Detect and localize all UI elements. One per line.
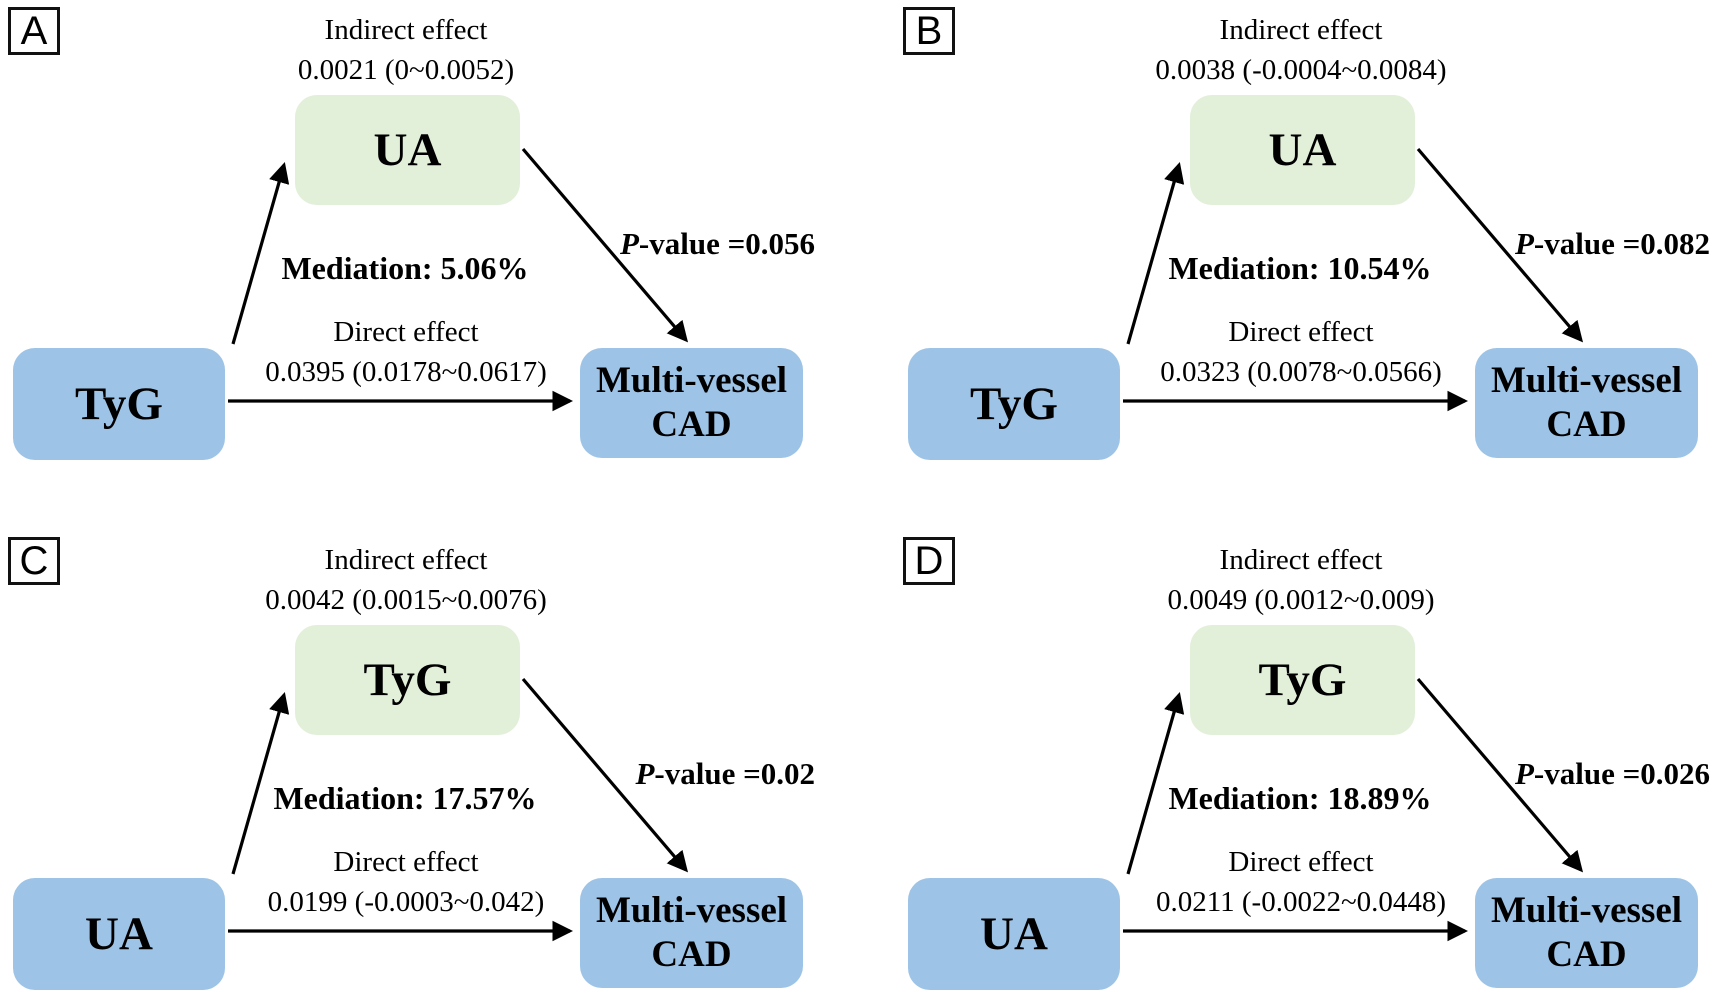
outcome-box: Multi-vessel CAD [1475, 348, 1698, 458]
mediator-label: UA [373, 124, 442, 176]
direct-effect-title: Direct effect [1228, 846, 1374, 878]
direct-effect-text: Direct effect 0.0211 (-0.0022~0.0448) [1051, 842, 1551, 922]
p-value-italic: P [619, 226, 639, 261]
arrow-mediator-outcome [1416, 147, 1584, 343]
arrow-mediator-outcome [1416, 677, 1584, 873]
direct-effect-value: 0.0323 (0.0078~0.0566) [1160, 356, 1442, 389]
panel-b: B Indirect effect 0.0038 (-0.0004~0.0084… [895, 0, 1712, 467]
indirect-effect-text: Indirect effect 0.0049 (0.0012~0.009) [1021, 540, 1581, 620]
mediation-text: Mediation: 5.06% [281, 250, 529, 286]
direct-effect-title: Direct effect [1228, 316, 1374, 348]
outcome-label-line1: Multi-vessel [595, 360, 788, 402]
outcome-box: Multi-vessel CAD [1475, 878, 1698, 988]
p-value-rest: -value =0.02 [654, 756, 815, 791]
mediator-label: UA [1268, 124, 1337, 176]
mediator-box: TyG [1190, 625, 1415, 735]
mediator-label: TyG [1258, 654, 1347, 706]
indirect-effect-value: 0.0042 (0.0015~0.0076) [265, 584, 547, 617]
direct-effect-title: Direct effect [333, 846, 479, 878]
path-arrows [228, 677, 689, 942]
exposure-label: TyG [75, 378, 163, 430]
indirect-effect-title: Indirect effect [1219, 14, 1383, 46]
outcome-box: Multi-vessel CAD [580, 878, 803, 988]
indirect-effect-value: 0.0049 (0.0012~0.009) [1167, 584, 1435, 617]
direct-effect-text: Direct effect 0.0323 (0.0078~0.0566) [1051, 312, 1551, 392]
mediation-text: Mediation: 17.57% [273, 780, 537, 816]
p-value-italic: P [1514, 226, 1534, 261]
mediator-label: TyG [363, 654, 452, 706]
indirect-effect-title: Indirect effect [1219, 544, 1383, 576]
exposure-box: UA [13, 878, 225, 990]
outcome-label-line2: CAD [651, 404, 732, 445]
indirect-effect-title: Indirect effect [324, 544, 488, 576]
direct-effect-value: 0.0211 (-0.0022~0.0448) [1155, 886, 1447, 919]
exposure-box: TyG [13, 348, 225, 460]
arrow-mediator-outcome [521, 677, 689, 873]
outcome-label-line2: CAD [1546, 934, 1627, 975]
panel-label: B [903, 7, 955, 55]
panel-a: A Indirect effect 0.0021 (0~0.0052) UA P… [0, 0, 856, 467]
panel-d: D Indirect effect 0.0049 (0.0012~0.009) … [895, 530, 1712, 997]
p-value-text: P-value =0.082 [1450, 226, 1710, 262]
outcome-label-line1: Multi-vessel [1490, 890, 1683, 932]
indirect-effect-text: Indirect effect 0.0038 (-0.0004~0.0084) [1021, 10, 1581, 90]
path-arrows [1123, 147, 1584, 412]
arrow-exposure-mediator [1126, 161, 1185, 345]
direct-effect-title: Direct effect [333, 316, 479, 348]
arrow-exposure-mediator [1126, 691, 1185, 875]
p-value-text: P-value =0.02 [555, 756, 815, 792]
indirect-effect-text: Indirect effect 0.0042 (0.0015~0.0076) [126, 540, 686, 620]
indirect-effect-value: 0.0038 (-0.0004~0.0084) [1155, 54, 1447, 87]
p-value-italic: P [1514, 756, 1534, 791]
outcome-label-line1: Multi-vessel [1490, 360, 1683, 402]
p-value-rest: -value =0.082 [1533, 226, 1710, 261]
arrow-mediator-outcome [521, 147, 689, 343]
outcome-label-line2: CAD [1546, 404, 1627, 445]
path-arrows [228, 147, 689, 412]
indirect-effect-value: 0.0021 (0~0.0052) [297, 54, 515, 87]
indirect-effect-title: Indirect effect [324, 14, 488, 46]
mediation-text: Mediation: 10.54% [1168, 250, 1432, 286]
arrow-exposure-mediator [231, 691, 290, 875]
mediator-box: UA [1190, 95, 1415, 205]
exposure-box: TyG [908, 348, 1120, 460]
direct-effect-text: Direct effect 0.0395 (0.0178~0.0617) [156, 312, 656, 392]
mediation-text: Mediation: 18.89% [1168, 780, 1432, 816]
direct-effect-value: 0.0199 (-0.0003~0.042) [267, 886, 545, 919]
exposure-box: UA [908, 878, 1120, 990]
exposure-label: UA [980, 908, 1048, 960]
outcome-label-line1: Multi-vessel [595, 890, 788, 932]
outcome-box: Multi-vessel CAD [580, 348, 803, 458]
direct-effect-value: 0.0395 (0.0178~0.0617) [265, 356, 547, 389]
p-value-rest: -value =0.026 [1533, 756, 1710, 791]
panel-label: C [8, 537, 60, 585]
panel-c: C Indirect effect 0.0042 (0.0015~0.0076)… [0, 530, 856, 997]
panel-label: A [8, 7, 60, 55]
p-value-text: P-value =0.026 [1450, 756, 1710, 792]
exposure-label: TyG [970, 378, 1058, 430]
indirect-effect-text: Indirect effect 0.0021 (0~0.0052) [126, 10, 686, 90]
arrow-exposure-mediator [231, 161, 290, 345]
direct-effect-text: Direct effect 0.0199 (-0.0003~0.042) [156, 842, 656, 922]
p-value-rest: -value =0.056 [638, 226, 815, 261]
p-value-italic: P [635, 756, 655, 791]
p-value-text: P-value =0.056 [555, 226, 815, 262]
mediator-box: TyG [295, 625, 520, 735]
mediator-box: UA [295, 95, 520, 205]
panel-label: D [903, 537, 955, 585]
outcome-label-line2: CAD [651, 934, 732, 975]
exposure-label: UA [85, 908, 153, 960]
path-arrows [1123, 677, 1584, 942]
